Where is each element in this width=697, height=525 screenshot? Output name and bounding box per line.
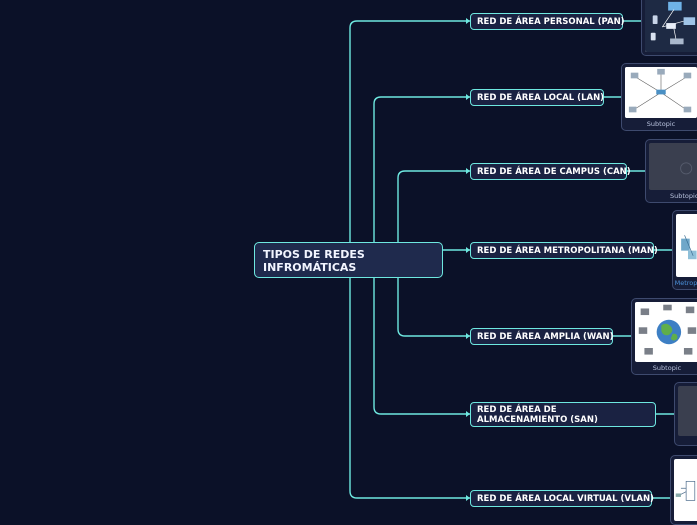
branch-san-label: RED DE ÁREA DE ALMACENAMIENTO (SAN) [477,404,598,425]
san-image [678,386,697,436]
branch-man[interactable]: RED DE ÁREA METROPOLITANA (MAN) [470,242,658,259]
branch-pan-label: RED DE ÁREA PERSONAL (PAN) [477,16,625,27]
branch-can-label: RED DE ÁREA DE CAMPUS (CAN) [477,166,631,177]
card-man[interactable]: Metrope [672,210,697,290]
card-man-caption: Metrope [674,279,697,287]
central-topic-label: TIPOS DE REDES INFROMÁTICAS [263,248,365,274]
connector-san [373,278,470,415]
branch-san[interactable]: RED DE ÁREA DE ALMACENAMIENTO (SAN) [470,402,656,427]
card-lan-caption: Subtopic [646,120,676,128]
connector-lan [373,96,470,242]
card-pan[interactable] [641,0,697,56]
card-vlan[interactable] [670,455,697,525]
card-wan[interactable]: Subtopic [631,298,697,375]
connector-vlan [349,278,470,499]
branch-wan[interactable]: RED DE ÁREA AMPLIA (WAN) [470,328,614,345]
branch-vlan[interactable]: RED DE ÁREA LOCAL VIRTUAL (VLAN) [470,490,654,507]
card-can[interactable]: Subtopic [645,139,697,203]
card-can-caption: Subtopic [670,192,697,200]
branch-man-label: RED DE ÁREA METROPOLITANA (MAN) [477,245,658,256]
branch-vlan-label: RED DE ÁREA LOCAL VIRTUAL (VLAN) [477,493,654,504]
card-lan[interactable]: Subtopic [621,63,697,131]
connector-pan [349,20,470,242]
central-topic[interactable]: TIPOS DE REDES INFROMÁTICAS [254,242,443,278]
branch-lan[interactable]: RED DE ÁREA LOCAL (LAN) [470,89,604,106]
vlan-diagram-image [674,459,697,521]
can-image [649,143,697,190]
branch-pan[interactable]: RED DE ÁREA PERSONAL (PAN) [470,13,625,30]
branch-lan-label: RED DE ÁREA LOCAL (LAN) [477,92,605,103]
connector-can [397,170,470,242]
lan-topology-image [625,67,697,118]
man-image [676,214,697,277]
branch-wan-label: RED DE ÁREA AMPLIA (WAN) [477,331,614,342]
wan-globe-image [635,302,697,362]
branch-can[interactable]: RED DE ÁREA DE CAMPUS (CAN) [470,163,631,180]
pan-devices-image [645,0,697,52]
card-san[interactable] [674,382,697,446]
card-wan-caption: Subtopic [652,364,682,372]
connector-wan [397,278,470,337]
